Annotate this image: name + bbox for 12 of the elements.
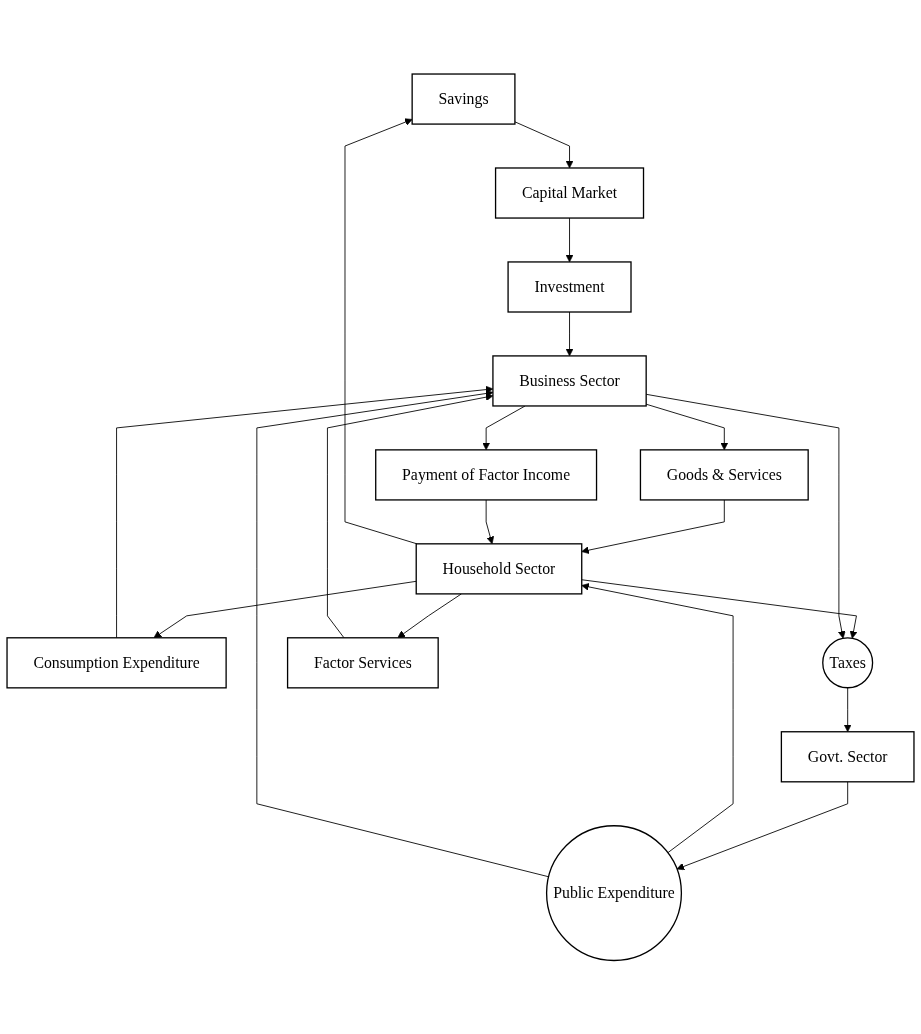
node-circle: Public Expenditure	[545, 824, 683, 961]
node-box: Consumption Expenditure	[6, 636, 227, 689]
node-circle: Taxes	[822, 637, 874, 689]
node-box: Payment of Factor Income	[375, 448, 598, 501]
node-box: Investment	[507, 261, 632, 313]
node-box: Business Sector	[492, 355, 647, 407]
node-box: Goods & Services	[639, 448, 809, 501]
node-box: Savings	[411, 73, 516, 125]
node-box: Capital Market	[494, 167, 645, 219]
node-box: Govt. Sector	[780, 730, 915, 783]
node-box: Household Sector	[415, 542, 583, 595]
node-box: Factor Services	[286, 636, 439, 689]
